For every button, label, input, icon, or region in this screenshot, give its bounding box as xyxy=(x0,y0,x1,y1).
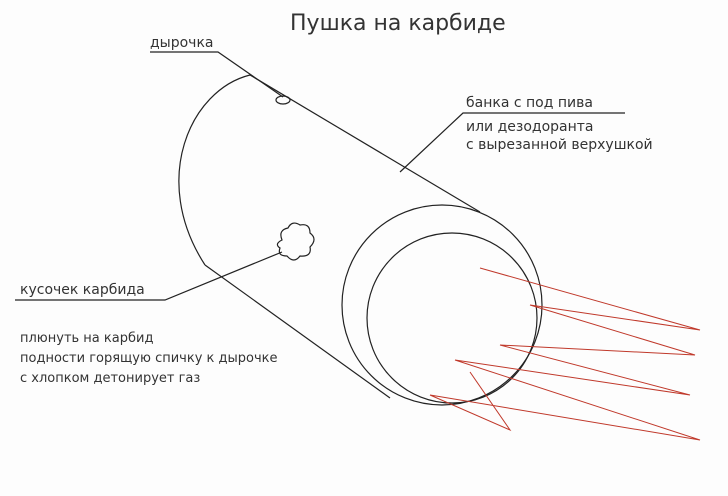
can-opening-inner xyxy=(366,232,538,404)
can-opening-outer xyxy=(341,204,543,406)
can-leader xyxy=(399,112,625,173)
label-can-1: банка с под пива xyxy=(466,95,593,111)
instruction-1: плюнуть на карбид xyxy=(20,331,153,346)
label-can-2: или дезодоранта xyxy=(466,119,594,135)
hole-icon xyxy=(275,95,291,105)
carbide-leader xyxy=(15,251,283,301)
flame-lines xyxy=(429,267,701,441)
label-can-3: с вырезанной верхушкой xyxy=(466,137,653,153)
label-carbide: кусочек карбида xyxy=(20,282,145,298)
can-bottom-edge xyxy=(204,264,391,399)
hole-leader xyxy=(150,51,284,98)
instruction-2: подности горящую спичку к дырочке xyxy=(20,351,278,366)
title: Пушка на карбиде xyxy=(290,11,506,36)
instruction-3: с хлопком детонирует газ xyxy=(20,371,200,386)
can-back-end xyxy=(178,74,251,266)
label-hole: дырочка xyxy=(150,35,214,51)
carbide-piece-icon xyxy=(276,222,315,261)
